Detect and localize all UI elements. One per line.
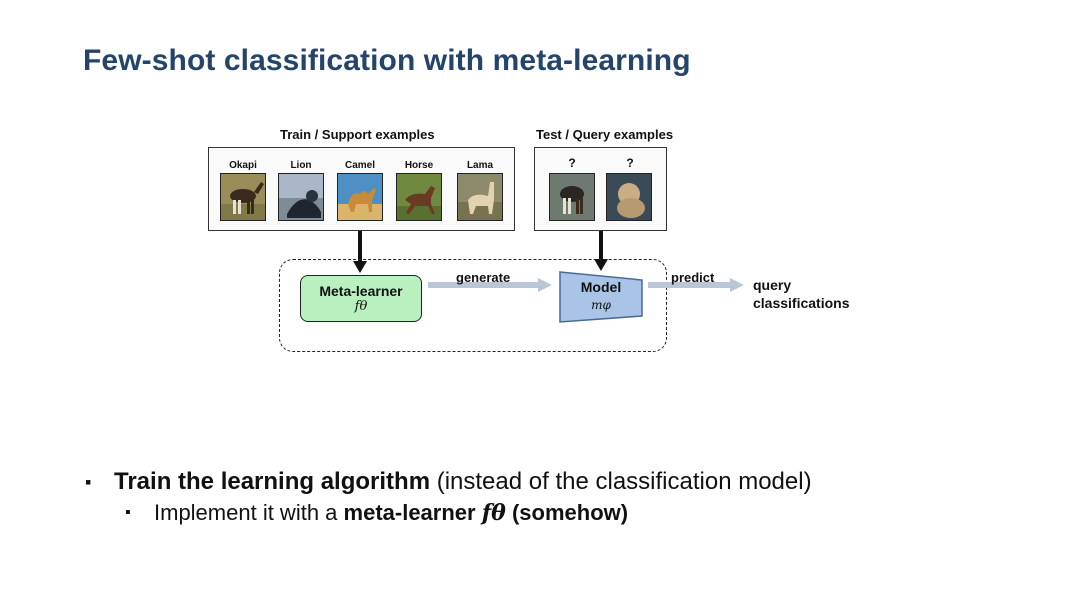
bullet-1-bold: Train the learning algorithm [114, 468, 431, 495]
lama-label: Lama [466, 160, 494, 171]
output-line-2: classifications [753, 295, 850, 311]
lion-image [278, 173, 324, 221]
model-symbol: mφ [591, 298, 611, 312]
bullet-marker: ▪ [85, 472, 92, 492]
predict-label: predict [671, 270, 715, 285]
bullet-2-bold: meta-learner [343, 500, 482, 525]
support-examples-label: Train / Support examples [280, 127, 435, 142]
lama-image [457, 173, 503, 221]
query-lama-image [606, 173, 652, 221]
horse-image [396, 173, 442, 221]
bullet-1: ▪ Train the learning algorithm (instead … [85, 466, 1065, 498]
meta-learner-name: Meta-learner [319, 283, 403, 299]
model-name: Model [580, 279, 622, 295]
bullet-1-rest: (instead of the classification model) [430, 468, 812, 495]
bullet-2: ▪ Implement it with a meta-learner fθ (s… [85, 498, 1065, 528]
meta-learning-boundary [279, 259, 667, 352]
sub-bullet-marker: ▪ [125, 504, 131, 521]
bullet-2-post: (somehow) [505, 500, 629, 525]
meta-learner-node: Meta-learner fθ [300, 275, 422, 322]
meta-learner-symbol: fθ [354, 299, 368, 314]
query-classifications-label: query classifications [753, 276, 850, 312]
bullet-list: ▪ Train the learning algorithm (instead … [85, 466, 1065, 528]
query-label-2: ? [626, 156, 634, 170]
okapi-label: Okapi [229, 160, 257, 171]
output-line-1: query [753, 277, 792, 293]
horse-label: Horse [404, 160, 434, 171]
slide-title: Few-shot classification with meta-learni… [83, 44, 691, 77]
model-node: Model mφ [558, 270, 644, 324]
query-examples-label: Test / Query examples [536, 127, 674, 142]
query-down-arrow [594, 231, 608, 271]
support-down-arrow [353, 231, 367, 273]
bullet-2-pre: Implement it with a [154, 500, 344, 525]
predict-arrow [648, 278, 744, 292]
camel-image [337, 173, 383, 221]
query-okapi-image [549, 173, 595, 221]
generate-label: generate [456, 270, 511, 285]
camel-label: Camel [344, 160, 375, 171]
query-label-1: ? [568, 156, 576, 170]
lion-label: Lion [290, 160, 312, 171]
bullet-2-symbol: fθ [481, 500, 506, 526]
okapi-image [220, 173, 266, 221]
generate-arrow [428, 278, 552, 292]
